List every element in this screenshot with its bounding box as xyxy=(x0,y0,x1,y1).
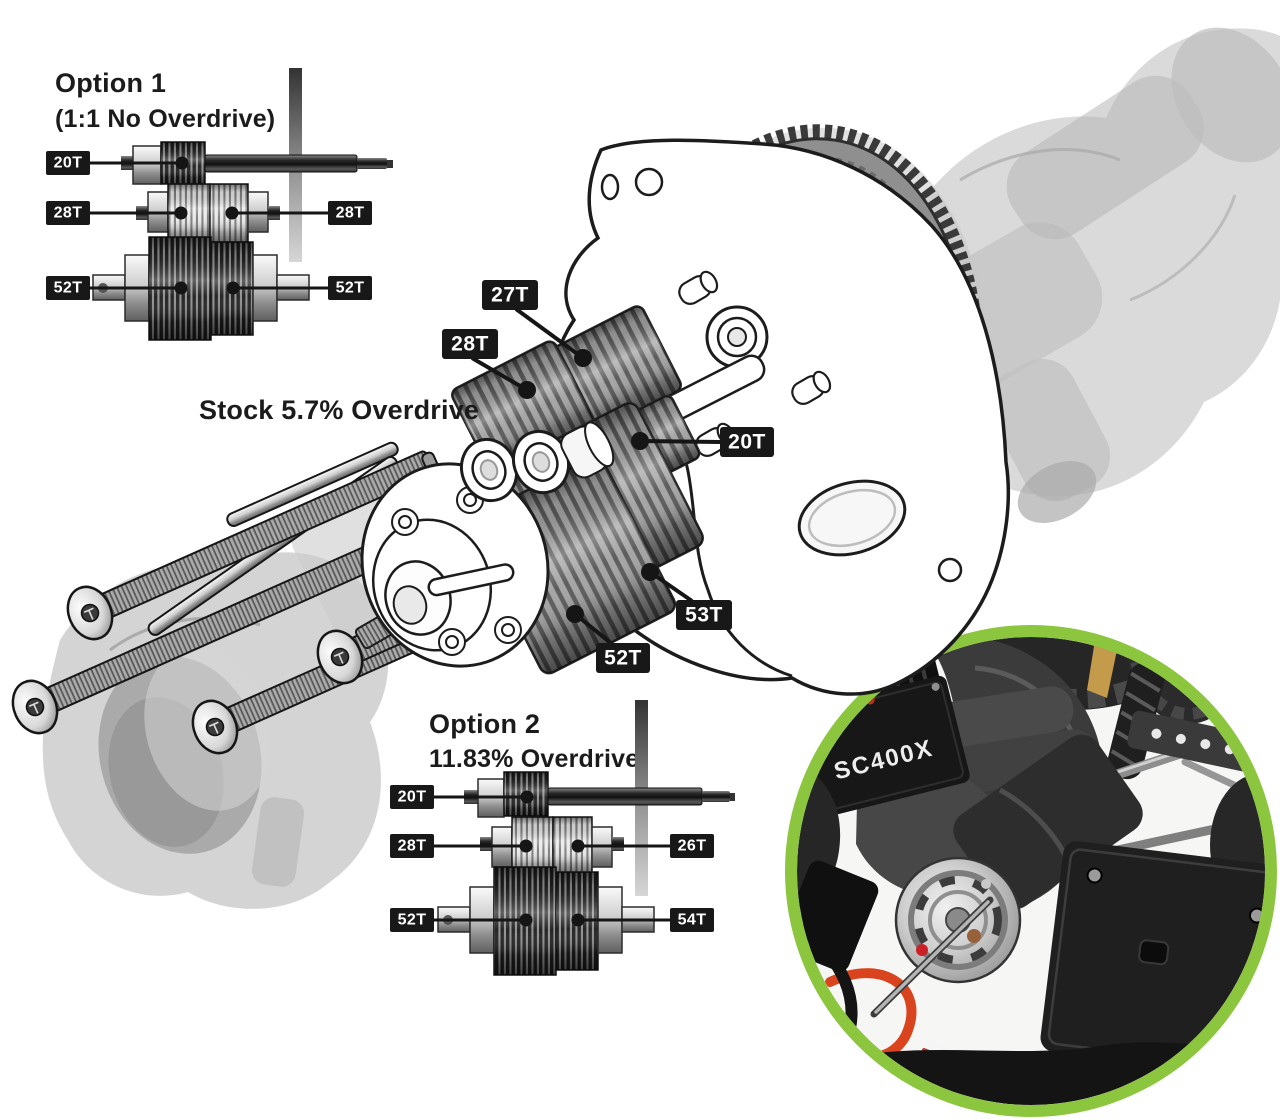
o2-callout-54t: 54T xyxy=(571,908,714,932)
svg-text:52T: 52T xyxy=(398,912,427,929)
stock-title: Stock 5.7% Overdrive xyxy=(199,395,479,425)
svg-text:53T: 53T xyxy=(685,604,723,627)
o1-callout-28t-left: 28T xyxy=(46,201,188,225)
foam-bit xyxy=(1087,640,1117,698)
plate-hole-ear xyxy=(600,173,620,201)
svg-text:28T: 28T xyxy=(54,205,83,222)
callout-20t-main: 20T xyxy=(631,427,774,457)
plate-hole-small xyxy=(937,557,963,583)
o2-input-shaft-row xyxy=(464,771,735,818)
plate-oval-hole xyxy=(797,479,907,557)
svg-text:52T: 52T xyxy=(336,280,365,297)
option1-diagram: Option 1 (1:1 No Overdrive) 20T xyxy=(46,68,393,341)
diff-housing xyxy=(360,462,550,668)
svg-text:26T: 26T xyxy=(678,838,707,855)
photo-green-ring xyxy=(785,625,1277,1117)
svg-text:28T: 28T xyxy=(398,838,427,855)
plate-peg-1 xyxy=(678,270,719,305)
callout-28t-main: 28T xyxy=(442,329,536,399)
svg-text:20T: 20T xyxy=(728,431,766,454)
o1-callout-52t-left: 52T xyxy=(46,276,188,300)
o2-callout-26t: 26T xyxy=(571,834,714,858)
o2-callout-28t: 28T xyxy=(390,834,533,858)
svg-text:20T: 20T xyxy=(398,789,427,806)
stock-callouts: Stock 5.7% Overdrive 27T 28T 20T 53T 52T xyxy=(199,280,774,673)
o1-callout-52t-right: 52T xyxy=(226,276,372,300)
gear-cluster xyxy=(354,305,766,675)
option1-subtitle: (1:1 No Overdrive) xyxy=(55,105,275,133)
plate-hole-top xyxy=(634,167,664,197)
option2-subtitle: 11.83% Overdrive xyxy=(429,745,639,773)
screw-1 xyxy=(66,450,439,641)
callout-27t: 27T xyxy=(482,280,592,367)
spacer xyxy=(560,421,615,479)
o2-callout-20t: 20T xyxy=(390,785,534,809)
svg-text:52T: 52T xyxy=(604,647,642,670)
svg-text:28T: 28T xyxy=(451,333,489,356)
o2-callout-52t: 52T xyxy=(390,908,533,932)
svg-text:52T: 52T xyxy=(54,280,83,297)
callout-52t-main: 52T xyxy=(566,605,650,673)
svg-text:54T: 54T xyxy=(678,912,707,929)
svg-text:20T: 20T xyxy=(54,155,83,172)
option2-title: Option 2 xyxy=(429,709,540,739)
callout-53t: 53T xyxy=(641,563,732,630)
option2-diagram: Option 2 11.83% Overdrive 20T xyxy=(390,700,735,976)
o1-callout-28t-right: 28T xyxy=(225,201,372,225)
shaft-rod-upper xyxy=(226,441,399,528)
diff-pin xyxy=(427,563,515,597)
bearing-2 xyxy=(512,429,570,495)
plate-peg-3 xyxy=(791,370,832,405)
option1-title: Option 1 xyxy=(55,68,166,98)
bearing-1 xyxy=(460,437,518,503)
plate-bearing-boss xyxy=(705,305,769,369)
svg-text:28T: 28T xyxy=(336,205,365,222)
o1-callout-20t: 20T xyxy=(46,151,189,175)
o1-middle-row xyxy=(136,183,280,243)
svg-text:27T: 27T xyxy=(491,284,529,307)
